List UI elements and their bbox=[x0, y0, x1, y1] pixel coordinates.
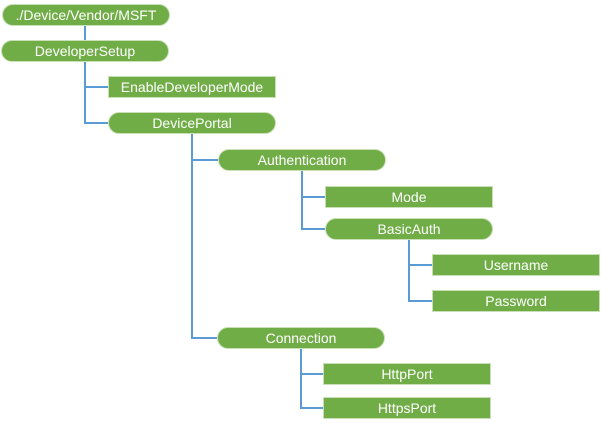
connector-basicauth-trunk bbox=[408, 240, 410, 302]
tree-node-httpport: HttpPort bbox=[323, 363, 491, 385]
tree-node-httpsport: HttpsPort bbox=[323, 397, 491, 419]
tree-node-developersetup: DeveloperSetup bbox=[1, 40, 169, 62]
tree-node-enabledevelopermode: EnableDeveloperMode bbox=[108, 76, 276, 98]
connector-branch-enabledevelopermode bbox=[85, 86, 108, 88]
connector-connection-trunk bbox=[300, 349, 302, 409]
connector-branch-httpport bbox=[301, 373, 323, 375]
connector-branch-deviceportal bbox=[85, 122, 108, 124]
connector-branch-basicauth bbox=[302, 228, 325, 230]
tree-node-connection: Connection bbox=[217, 327, 385, 349]
tree-node-deviceportal: DevicePortal bbox=[108, 112, 276, 134]
tree-node-password: Password bbox=[432, 290, 600, 312]
tree-node-username: Username bbox=[432, 254, 600, 276]
connector-deviceportal-trunk bbox=[191, 134, 193, 339]
connector-authentication-trunk bbox=[301, 171, 303, 230]
tree-node-authentication: Authentication bbox=[218, 149, 386, 171]
tree-node-basicauth: BasicAuth bbox=[325, 218, 493, 240]
connector-root-to-developersetup bbox=[84, 26, 86, 40]
tree-node-device-vendor-msft: ./Device/Vendor/MSFT bbox=[2, 4, 170, 26]
connector-developersetup-trunk bbox=[84, 62, 86, 124]
connector-branch-connection bbox=[192, 337, 217, 339]
tree-node-mode: Mode bbox=[325, 186, 493, 208]
connector-branch-authentication bbox=[192, 159, 218, 161]
connector-branch-password bbox=[409, 300, 432, 302]
connector-branch-username bbox=[409, 264, 432, 266]
connector-branch-httpsport bbox=[301, 407, 323, 409]
connector-branch-mode bbox=[302, 196, 325, 198]
